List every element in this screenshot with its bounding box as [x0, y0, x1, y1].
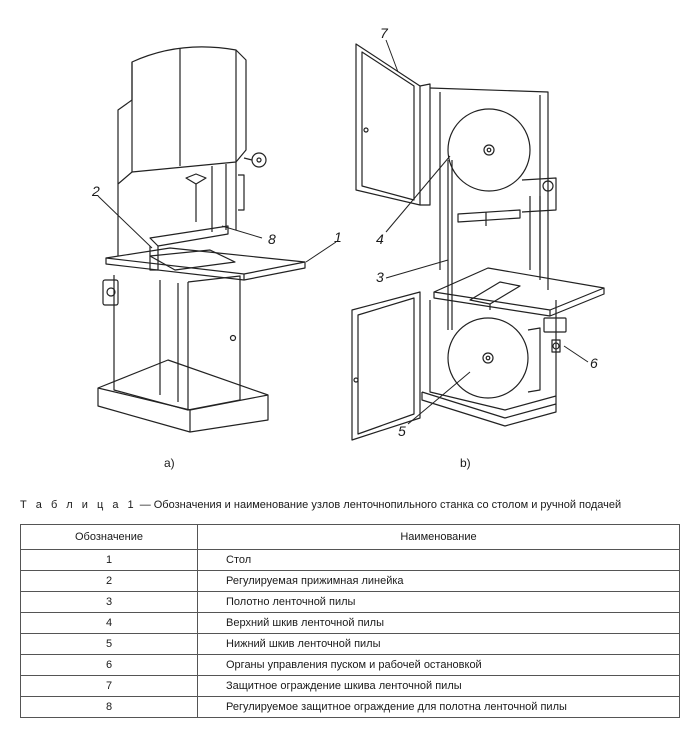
callout-6: 6 [590, 355, 598, 371]
callout-7: 7 [380, 25, 389, 41]
row-name: Регулируемое защитное ограждение для пол… [197, 696, 680, 718]
machine-a-drawing [97, 46, 306, 433]
row-name: Полотно ленточной пилы [197, 591, 680, 613]
figure-label-b: b) [460, 456, 471, 470]
table-header-row: Обозначение Наименование [20, 524, 680, 550]
row-number: 5 [20, 633, 198, 655]
callout-leaders [97, 39, 589, 425]
row-name: Органы управления пуском и рабочей остан… [197, 654, 680, 676]
figure-label-a: a) [164, 456, 175, 470]
row-name: Стол [197, 549, 680, 571]
table-caption-text: — Обозначения и наименование узлов ленто… [136, 499, 622, 511]
band-saw-figure: 1 2 3 4 5 6 7 8 a) b) [91, 25, 605, 470]
callout-2: 2 [91, 183, 100, 199]
row-number: 1 [20, 549, 198, 571]
row-name: Нижний шкив ленточной пилы [197, 633, 680, 655]
callout-8: 8 [268, 231, 276, 247]
row-number: 7 [20, 675, 198, 697]
callout-4: 4 [376, 231, 384, 247]
header-name: Наименование [197, 524, 680, 550]
callout-1: 1 [334, 229, 342, 245]
callout-3: 3 [376, 269, 384, 285]
row-name: Защитное ограждение шкива ленточной пилы [197, 675, 680, 697]
header-designation: Обозначение [20, 524, 198, 550]
row-name: Регулируемая прижимная линейка [197, 570, 680, 592]
table-caption-lead: Т а б л и ц а 1 [20, 499, 137, 511]
table-caption: Т а б л и ц а 1 — Обозначения и наименов… [20, 499, 680, 511]
callout-5: 5 [398, 423, 406, 439]
machine-b-drawing [351, 43, 605, 441]
callout-numbers: 1 2 3 4 5 6 7 8 [91, 25, 598, 439]
row-number: 6 [20, 654, 198, 676]
row-number: 8 [20, 696, 198, 718]
row-number: 3 [20, 591, 198, 613]
band-saw-drawing: 1 2 3 4 5 6 7 8 [91, 25, 605, 441]
row-name: Верхний шкив ленточной пилы [197, 612, 680, 634]
row-number: 4 [20, 612, 198, 634]
row-number: 2 [20, 570, 198, 592]
